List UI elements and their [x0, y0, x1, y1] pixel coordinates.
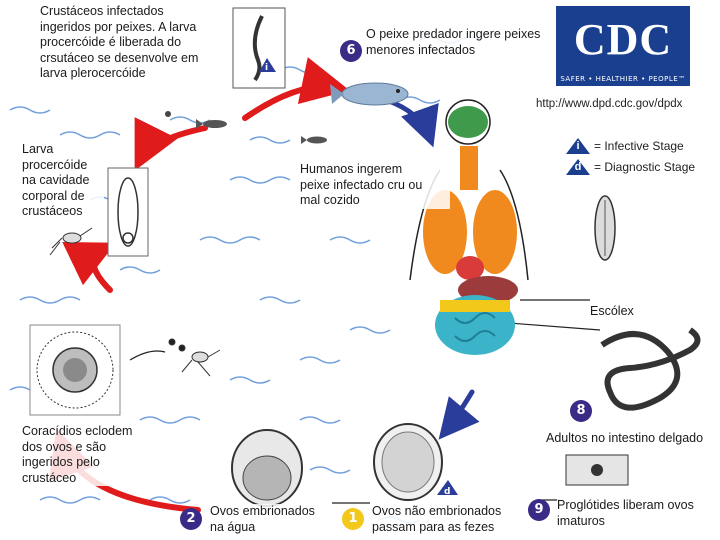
- caption-proglottids: Proglótides liberam ovos imaturos: [557, 498, 717, 529]
- coracidium: [29, 324, 121, 416]
- step-8-badge: 8: [570, 400, 592, 422]
- diagnostic-stage-icon: d: [566, 159, 590, 175]
- caption-unembryonated-eggs: Ovos não embrionados passam para as feze…: [372, 504, 512, 535]
- cdc-logo-tagline: SAFER • HEALTHIER • PEOPLE™: [560, 75, 686, 83]
- caption-procercoid-larva: Larva procercóide na cavidade corporal d…: [22, 142, 104, 220]
- proglottid: [565, 454, 629, 486]
- caption-predator-fish: O peixe predador ingere peixes menores i…: [366, 27, 556, 58]
- svg-text:d: d: [444, 487, 450, 497]
- predator-fish: [330, 82, 409, 106]
- plerocercoid-panel: i: [232, 7, 286, 89]
- legend-infective-label: = Infective Stage: [594, 139, 684, 153]
- cdc-url-text: http://www.dpd.cdc.gov/dpdx: [536, 98, 683, 110]
- scolex: [594, 195, 616, 261]
- cdc-logo: CDC SAFER • HEALTHIER • PEOPLE™: [556, 6, 690, 86]
- legend-diagnostic-label: = Diagnostic Stage: [594, 160, 696, 174]
- infective-stage-icon: i: [566, 138, 590, 154]
- caption-humans-ingest: Humanos ingerem peixe infectado cru ou m…: [300, 162, 450, 209]
- svg-text:i: i: [265, 63, 268, 73]
- legend-infective: i = Infective Stage: [566, 138, 684, 154]
- unembryonated-egg: d: [373, 423, 458, 501]
- cdc-logo-letters: CDC: [573, 15, 673, 64]
- step-6-badge: 6: [340, 40, 362, 62]
- caption-coracidia: Coracídios eclodem dos ovos e são ingeri…: [22, 424, 152, 486]
- cycle-arrows-red: [48, 57, 350, 513]
- caption-embryonated-eggs: Ovos embrionados na água: [210, 504, 330, 535]
- caption-crustaceans-ingested: Crustáceos infectados ingeridos por peix…: [40, 4, 216, 82]
- adult-worm: [600, 327, 701, 411]
- caption-adults-small-intestine: Adultos no intestino delgado: [546, 431, 716, 447]
- legend-diagnostic: d = Diagnostic Stage: [566, 159, 695, 175]
- step-2-badge: 2: [180, 508, 202, 530]
- small-fish: [165, 111, 327, 144]
- step-9-badge: 9: [528, 499, 550, 521]
- caption-scolex: Escólex: [590, 304, 650, 320]
- human-figure: [409, 99, 529, 355]
- step-1-badge: 1: [342, 508, 364, 530]
- small-arrows: [129, 299, 601, 504]
- copepod: [49, 227, 221, 377]
- embryonated-egg: [231, 429, 303, 507]
- procercoid-panel: [107, 167, 149, 257]
